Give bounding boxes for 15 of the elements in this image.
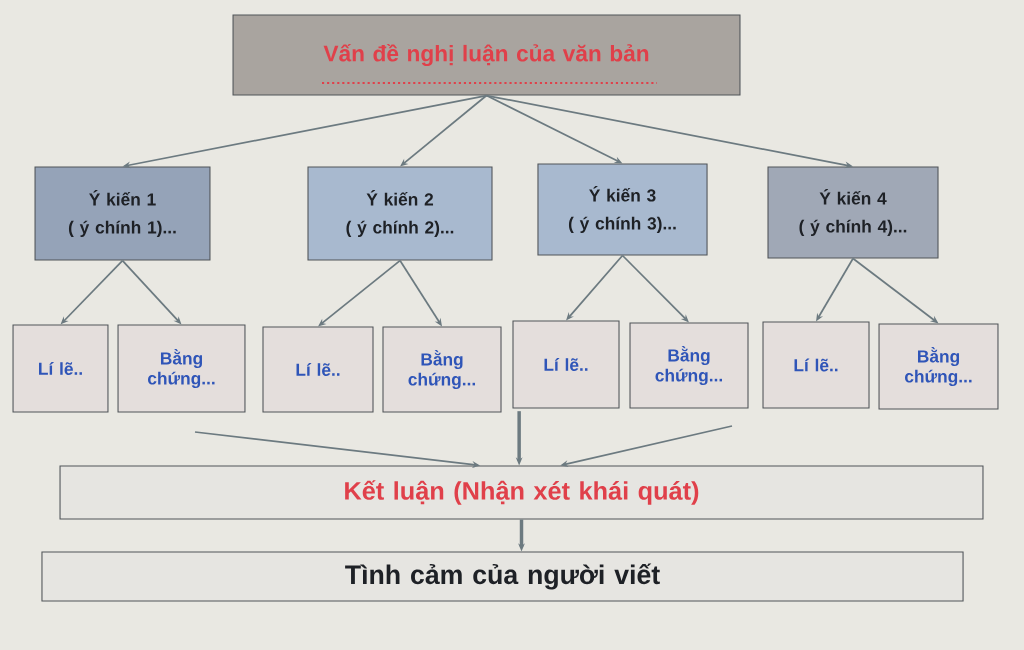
evidence-box: Bằng chứng...	[382, 326, 502, 413]
reason-box: Lí lẽ..	[262, 326, 374, 413]
reason-box: Lí lẽ..	[512, 320, 620, 409]
evidence-box: Bằng chứng...	[117, 324, 246, 413]
opinion-box: Ý kiến 1 ( ý chính 1)...	[34, 166, 211, 261]
opinion-box: Ý kiến 2 ( ý chính 2)...	[307, 166, 493, 261]
reason-box: Lí lẽ..	[12, 324, 109, 413]
evidence-box: Bằng chứng...	[878, 323, 999, 410]
feeling-box: Tình cảm của người viết	[41, 551, 964, 602]
evidence-box: Bằng chứng...	[629, 322, 749, 409]
opinion-box: Ý kiến 4 ( ý chính 4)...	[767, 166, 939, 259]
topic-box: Vấn đề nghị luận của văn bản	[232, 14, 741, 96]
opinion-box: Ý kiến 3 ( ý chính 3)...	[537, 163, 708, 256]
conclusion-box: Kết luận (Nhận xét khái quát)	[59, 465, 984, 520]
reason-box: Lí lẽ..	[762, 321, 870, 409]
